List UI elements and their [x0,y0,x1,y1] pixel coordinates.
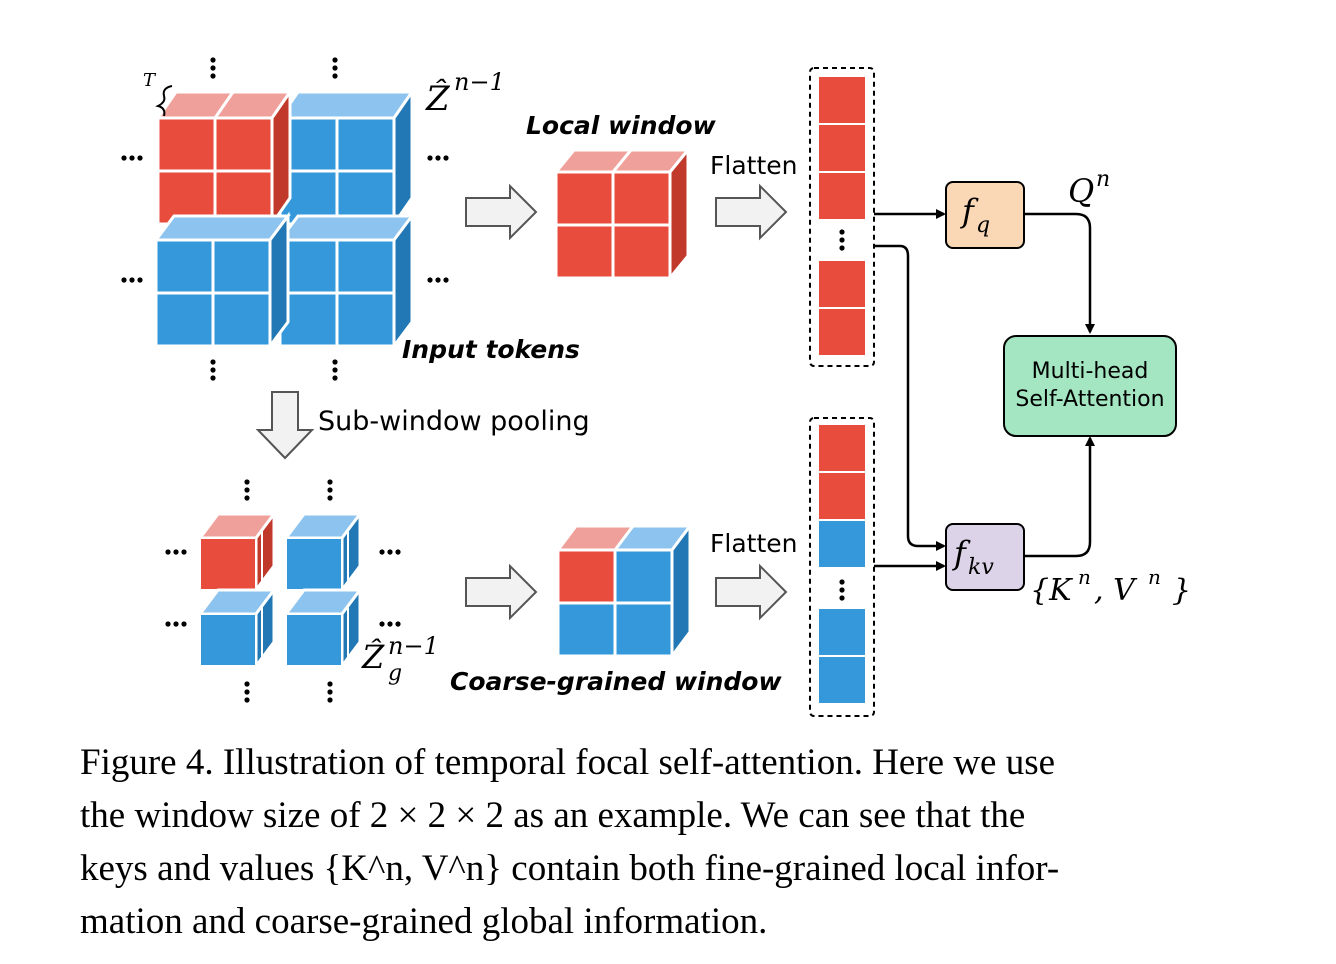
q-label: Q [1068,172,1094,210]
arrow-flatten-bottom [715,563,788,621]
pooled-cube-blue-br [283,585,363,671]
hollow-arrows [255,183,788,621]
caption-line-3: keys and values {K^n, V^n} contain both … [80,848,1060,889]
arrow-to-local-window [465,183,538,241]
sub-window-pooling-label: Sub-window pooling [318,406,590,437]
zg-hat-label: Ẑ [361,638,385,676]
local-window-label: Local window [526,111,717,140]
kv-set-v: , V [1094,573,1138,608]
q-superscript: n [1096,167,1110,192]
pooled-ellipses [165,479,401,703]
cube-bottom-left-blue [153,211,291,351]
fkv-subscript: kv [968,555,994,580]
mhsa-line1: Multi-head [1032,359,1149,384]
input-ellipses [121,57,449,381]
edge-fkv-to-mhsa [1024,436,1095,558]
kv-set-v-sup: n [1148,565,1161,589]
caption-line-4: mation and coarse-grained global informa… [80,901,768,942]
cube-top-right-blue [277,87,415,229]
arrow-to-coarse-window [465,563,538,621]
arrow-sub-window-pooling [255,391,315,460]
coarse-window-label: Coarse-grained window [450,667,782,696]
z-hat-label: Ẑ [425,78,451,119]
mhsa-box: Multi-head Self-Attention [1003,335,1177,437]
input-tokens-cubes: T Ẑ n−1 Input tokens [121,57,580,381]
zg-hat-superscript: n−1 [388,632,439,660]
connectors [874,209,1095,571]
fq-subscript: q [976,213,990,238]
cube-top-left-red [155,87,293,229]
caption-line-1: Figure 4. Illustration of temporal focal… [80,742,1056,783]
cube-bottom-right-blue [277,211,415,351]
kv-set-k-sup: n [1078,565,1091,589]
diagram-canvas: T Ẑ n−1 Input tokens Local window [121,57,1191,717]
kv-set-k: {K [1030,573,1073,608]
fq-box: f q [945,181,1025,249]
flattened-column-bottom [809,417,875,717]
t-brace [155,85,173,117]
fkv-box: f kv [945,523,1025,591]
mhsa-line2: Self-Attention [1015,387,1164,412]
coarse-window-cube: Coarse-grained window [450,521,782,696]
pooled-cubes: Ẑ n−1 g [165,479,439,703]
local-window-cube: Local window [526,111,717,283]
pooled-cube-blue-bl [197,585,277,671]
pooled-cube-red [197,509,277,595]
edge-fq-to-mhsa [1024,212,1095,334]
flatten-label-bottom: Flatten [710,529,797,558]
edge-top-to-fkv [874,244,946,551]
caption-line-2: the window size of 2 × 2 × 2 as an examp… [80,795,1026,836]
pooled-cube-blue-tr [283,509,363,595]
z-hat-superscript: n−1 [454,68,505,96]
t-label: T [143,70,157,91]
kv-set-close: } [1172,573,1191,608]
figure-caption: Figure 4. Illustration of temporal focal… [80,736,1220,948]
flattened-column-top [809,67,875,367]
arrow-flatten-top [715,183,788,241]
zg-hat-subscript: g [388,661,402,686]
input-tokens-label: Input tokens [402,335,580,364]
kv-set-label: {K n , V n } [1030,565,1191,608]
flatten-label-top: Flatten [710,151,797,180]
